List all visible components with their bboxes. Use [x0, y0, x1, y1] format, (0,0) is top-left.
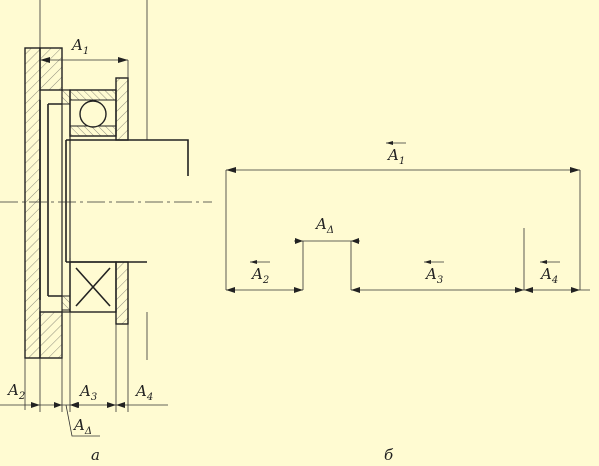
leader-adelta	[65, 404, 100, 437]
chain-arrow-a3-left	[351, 287, 360, 293]
label-a4: A4	[134, 382, 153, 403]
chain-label-a4: A4	[539, 265, 558, 286]
bearing-bottom-cross-2	[75, 267, 111, 307]
bearing-ball	[79, 100, 107, 128]
chain-arrow-a2-right	[294, 287, 303, 293]
end-washer-top	[115, 77, 129, 141]
vector-mark-a3-head	[424, 260, 431, 264]
chain-arrow-a1-right	[570, 167, 580, 173]
arrow-a3-right	[107, 402, 116, 408]
cover-cavity	[39, 100, 62, 300]
label-adelta: AΔ	[72, 416, 92, 437]
spacer-ring-top	[61, 89, 71, 105]
arrow-adelta-right	[70, 402, 78, 408]
arrow-adelta-left	[54, 402, 62, 408]
cover-boss-bottom	[39, 311, 63, 359]
shaft-top-edge	[66, 139, 189, 176]
chain-arrow-a4-left	[524, 287, 533, 293]
vector-mark-a2-head	[250, 260, 257, 264]
chain-arrow-a4-right	[571, 287, 580, 293]
chain-label-a1: A1	[386, 146, 405, 167]
arrow-a4	[116, 402, 125, 408]
cover-flange	[24, 47, 41, 359]
chain-arrow-a1-left	[226, 167, 236, 173]
arrow-a1-left	[40, 57, 50, 63]
cover-boss-top	[39, 47, 63, 91]
label-a1: A1	[70, 36, 89, 57]
chain-arrow-a3-right	[515, 287, 524, 293]
label-a2: A2	[6, 381, 25, 402]
chain-label-a3: A3	[424, 265, 443, 286]
bearing-outer-race-top	[69, 89, 117, 101]
chain-arrow-adelta-left	[295, 238, 303, 244]
dimension-chain: A1 AΔ A2 A3 A4 б	[225, 141, 590, 464]
chain-arrow-a2-left	[226, 287, 235, 293]
caption-a: а	[91, 446, 100, 464]
label-a3: A3	[78, 382, 97, 403]
caption-b: б	[384, 446, 394, 464]
chain-arrow-adelta-right	[351, 238, 359, 244]
spacer-ring-bottom	[61, 295, 71, 311]
assembly-drawing: A1 A2 A3 A4 AΔ а	[0, 0, 212, 464]
vector-mark-a1-head	[386, 141, 393, 145]
chain-label-adelta: AΔ	[314, 215, 334, 236]
arrow-a1-right	[118, 57, 128, 63]
vector-mark-a4-head	[540, 260, 547, 264]
arrow-a2	[31, 402, 40, 408]
end-washer-bottom	[115, 261, 129, 325]
chain-label-a2: A2	[250, 265, 269, 286]
